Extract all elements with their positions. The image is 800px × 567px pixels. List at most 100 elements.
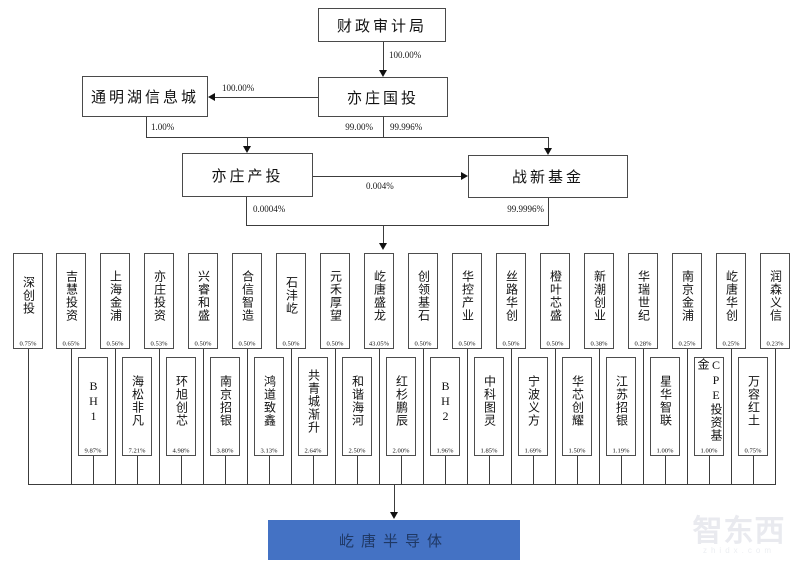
shareholder-percent: 1.85%: [480, 446, 498, 455]
shareholder-percent: 0.56%: [106, 339, 124, 348]
connector: [379, 349, 380, 484]
shareholder-name: 鸿道致鑫: [262, 375, 277, 427]
arrowhead-down: [390, 512, 398, 519]
shareholder-percent: 1.50%: [568, 446, 586, 455]
shareholder-percent: 0.28%: [634, 339, 652, 348]
connector: [313, 456, 314, 484]
shareholder-name: 环旭创芯: [174, 375, 189, 427]
shareholder-name: 深创投: [21, 276, 36, 315]
shareholder-box: 元禾厚望 0.50%: [320, 253, 350, 349]
connector: [665, 456, 666, 484]
node-zhanxin-fund: 战新基金: [468, 155, 628, 198]
shareholder-name: BH2: [438, 378, 453, 424]
edge-label-guotou-to-chantou: 99.00%: [345, 122, 373, 132]
connector: [225, 456, 226, 484]
shareholder-name: 创领基石: [416, 269, 431, 322]
node-audit-bureau: 财政审计局: [318, 8, 446, 42]
connector: [146, 117, 147, 137]
arrowhead-down: [544, 148, 552, 155]
shareholder-name: 星华智联: [658, 375, 673, 427]
shareholder-percent: 0.65%: [62, 339, 80, 348]
shareholder-box: 深创投 0.75%: [13, 253, 43, 349]
shareholder-name: 和谐海河: [350, 375, 365, 427]
connector: [709, 456, 710, 484]
shareholder-percent: 0.50%: [414, 339, 432, 348]
shareholder-percent: 4.98%: [172, 446, 190, 455]
node-yizhuang-chantou: 亦庄产投: [182, 153, 313, 197]
connector: [394, 484, 395, 513]
connector: [247, 137, 248, 147]
shareholder-name: 红杉鹏辰: [394, 375, 409, 427]
shareholder-name: 丝路华创: [504, 269, 519, 322]
shareholder-name: 共青城渐升: [306, 368, 321, 434]
edge-label-audit-to-guotou: 100.00%: [389, 50, 422, 60]
node-tongminghu: 通明湖信息城: [82, 76, 208, 117]
shareholder-percent: 0.53%: [150, 339, 168, 348]
shareholder-name: 橙叶芯盛: [548, 269, 563, 322]
shareholder-name: 屹唐华创: [724, 269, 739, 322]
shareholder-percent: 0.50%: [458, 339, 476, 348]
shareholder-percent: 0.75%: [19, 339, 37, 348]
shareholder-percent: 1.96%: [436, 446, 454, 455]
connector: [383, 225, 384, 244]
shareholder-name: 万容红土: [746, 375, 761, 427]
edge-label-tongminghu-to-chantou: 1.00%: [151, 122, 175, 132]
connector: [383, 117, 384, 137]
shareholder-box: BH1 9.87%: [78, 357, 108, 456]
shareholder-percent: 7.21%: [128, 446, 146, 455]
shareholder-box: 万容红土 0.75%: [738, 357, 768, 456]
shareholder-name: 新潮创业: [592, 269, 607, 322]
shareholder-name: BH1: [86, 378, 101, 424]
edge-label-zhanxin-to-company: 99.9996%: [507, 204, 544, 214]
connector: [159, 349, 160, 484]
connector: [214, 97, 318, 98]
arrowhead-left: [208, 93, 215, 101]
shareholder-percent: 9.87%: [84, 446, 102, 455]
shareholder-name: 石沣屹: [284, 276, 299, 315]
shareholder-percent: 1.00%: [700, 446, 718, 455]
arrowhead-down: [379, 70, 387, 77]
shareholder-box: 丝路华创 0.50%: [496, 253, 526, 349]
connector: [467, 349, 468, 484]
shareholder-percent: 0.50%: [282, 339, 300, 348]
shareholder-percent: 0.50%: [502, 339, 520, 348]
connector: [577, 456, 578, 484]
connector: [621, 456, 622, 484]
shareholder-percent: 0.50%: [194, 339, 212, 348]
arrowhead-right: [461, 172, 468, 180]
connector: [555, 349, 556, 484]
connector: [401, 456, 402, 484]
zhidx-logo: 智东西: [692, 515, 786, 548]
shareholder-name: 元禾厚望: [328, 269, 343, 322]
shareholder-percent: 2.50%: [348, 446, 366, 455]
connector: [28, 349, 29, 484]
shareholder-percent: 3.80%: [216, 446, 234, 455]
connector: [203, 349, 204, 484]
connector: [731, 349, 732, 484]
edge-label-guotou-to-zhanxin: 99.996%: [390, 122, 423, 132]
connector: [291, 349, 292, 484]
shareholder-percent: 0.25%: [678, 339, 696, 348]
connector: [533, 456, 534, 484]
shareholder-percent: 1.69%: [524, 446, 542, 455]
shareholder-percent: 1.00%: [656, 446, 674, 455]
connector: [357, 456, 358, 484]
connector: [548, 198, 549, 225]
shareholder-name: 润森义信: [768, 269, 783, 322]
connector: [246, 197, 247, 225]
shareholder-percent: 0.23%: [766, 339, 784, 348]
shareholder-percent: 0.75%: [744, 446, 762, 455]
shareholder-percent: 2.64%: [304, 446, 322, 455]
shareholder-percent: 0.50%: [326, 339, 344, 348]
shareholder-percent: 0.50%: [546, 339, 564, 348]
